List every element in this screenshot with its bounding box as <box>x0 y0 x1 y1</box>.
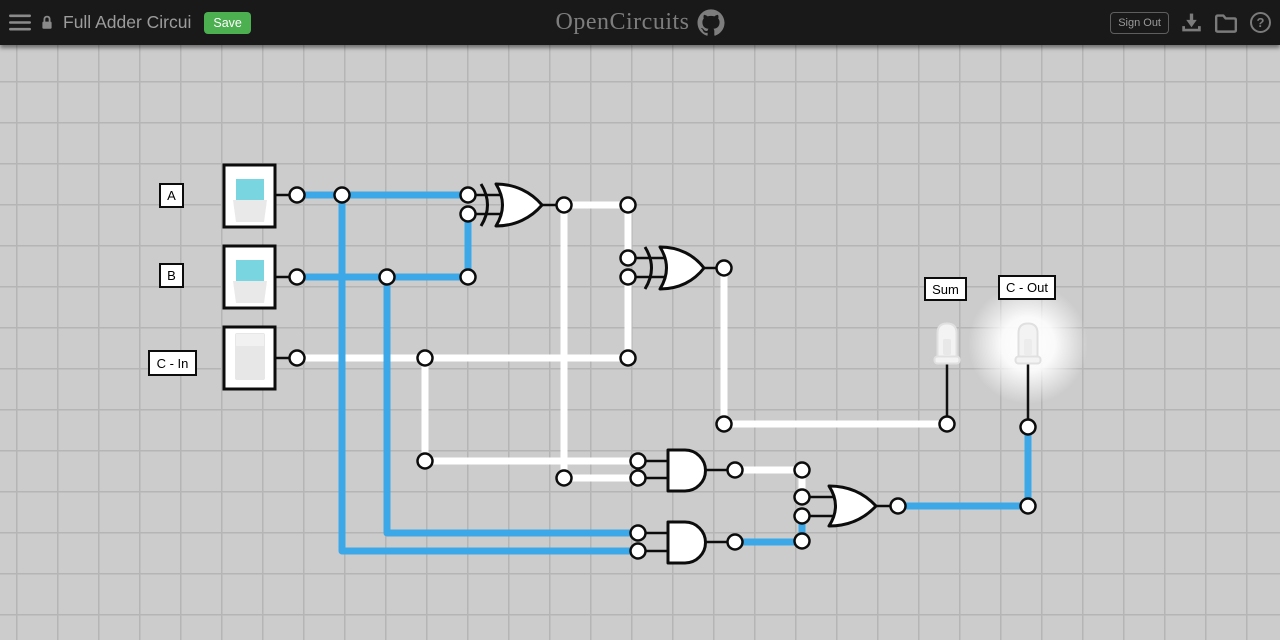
label-input-a[interactable]: A <box>159 183 184 208</box>
label-output-cout[interactable]: C - Out <box>998 275 1056 300</box>
port-and2-out[interactable] <box>726 533 744 551</box>
label-input-cin[interactable]: C - In <box>148 350 197 376</box>
port-junction[interactable] <box>793 532 811 550</box>
menu-button[interactable] <box>9 14 31 31</box>
port-and2-in2[interactable] <box>629 542 647 560</box>
port-or-in2[interactable] <box>793 507 811 525</box>
port-led-cout-in[interactable] <box>1019 418 1037 436</box>
port-junction[interactable] <box>715 415 733 433</box>
port-and2-in1[interactable] <box>629 524 647 542</box>
header-bar: Full Adder Circui Save OpenCircuits Sign… <box>0 0 1280 45</box>
port-junction[interactable] <box>619 196 637 214</box>
wire[interactable] <box>338 191 642 555</box>
port-and1-out[interactable] <box>726 461 744 479</box>
port-switch-b-out[interactable] <box>288 268 306 286</box>
port-xor1-in2[interactable] <box>459 205 477 223</box>
port-xor1-out[interactable] <box>555 196 573 214</box>
xor-gate-2[interactable] <box>643 245 706 291</box>
ports <box>288 186 1037 560</box>
port-switch-a-out[interactable] <box>288 186 306 204</box>
help-button[interactable]: ? <box>1250 12 1271 33</box>
save-button[interactable]: Save <box>204 11 251 34</box>
port-xor1-in1[interactable] <box>459 186 477 204</box>
port-junction[interactable] <box>416 349 434 367</box>
label-output-sum[interactable]: Sum <box>924 277 967 301</box>
wire[interactable] <box>560 201 632 262</box>
port-xor2-out[interactable] <box>715 259 733 277</box>
port-and1-in1[interactable] <box>629 452 647 470</box>
download-icon <box>1182 13 1201 32</box>
switch-b[interactable] <box>222 244 277 310</box>
xor-gate-1[interactable] <box>479 182 544 228</box>
led-cout[interactable] <box>1014 322 1042 365</box>
wire[interactable] <box>383 273 642 537</box>
brand-title: OpenCircuits <box>555 9 690 35</box>
port-junction[interactable] <box>1019 497 1037 515</box>
port-or-out[interactable] <box>889 497 907 515</box>
hamburger-icon <box>9 14 31 31</box>
port-and1-in2[interactable] <box>629 469 647 487</box>
port-xor2-in2[interactable] <box>619 268 637 286</box>
port-junction[interactable] <box>416 452 434 470</box>
port-junction[interactable] <box>793 461 811 479</box>
header-right: Sign Out ? <box>1110 11 1280 34</box>
lock-icon <box>41 15 53 30</box>
folder-icon <box>1214 13 1238 33</box>
switch-a[interactable] <box>222 163 277 229</box>
port-junction[interactable] <box>333 186 351 204</box>
port-junction[interactable] <box>378 268 396 286</box>
open-button[interactable] <box>1214 13 1238 33</box>
wires-off <box>293 201 951 501</box>
wire[interactable] <box>421 354 642 465</box>
port-led-sum-in[interactable] <box>938 415 956 433</box>
wire[interactable] <box>731 512 806 546</box>
help-icon: ? <box>1250 12 1271 33</box>
port-switch-cin-out[interactable] <box>288 349 306 367</box>
port-xor2-in1[interactable] <box>619 249 637 267</box>
wire[interactable] <box>720 264 951 428</box>
download-button[interactable] <box>1181 12 1202 33</box>
brand-block: OpenCircuits <box>556 0 725 45</box>
led-sum[interactable] <box>933 322 961 365</box>
port-junction[interactable] <box>619 349 637 367</box>
circuit-title-input[interactable]: Full Adder Circui <box>63 12 192 32</box>
github-icon[interactable] <box>697 9 725 36</box>
port-or-in1[interactable] <box>793 488 811 506</box>
label-input-b[interactable]: B <box>159 263 184 288</box>
port-junction[interactable] <box>555 469 573 487</box>
and-gate-2[interactable] <box>666 520 707 565</box>
wire[interactable] <box>293 210 472 281</box>
sign-out-button[interactable]: Sign Out <box>1110 11 1169 34</box>
circuit-drawing <box>222 163 1088 565</box>
and-gate-1[interactable] <box>666 448 707 493</box>
header-left: Full Adder Circui Save <box>0 11 251 34</box>
wire[interactable] <box>894 423 1032 510</box>
help-glyph: ? <box>1256 15 1265 30</box>
port-junction[interactable] <box>459 268 477 286</box>
wire[interactable] <box>731 466 806 501</box>
switch-cin[interactable] <box>222 325 277 391</box>
or-gate[interactable] <box>827 484 878 528</box>
